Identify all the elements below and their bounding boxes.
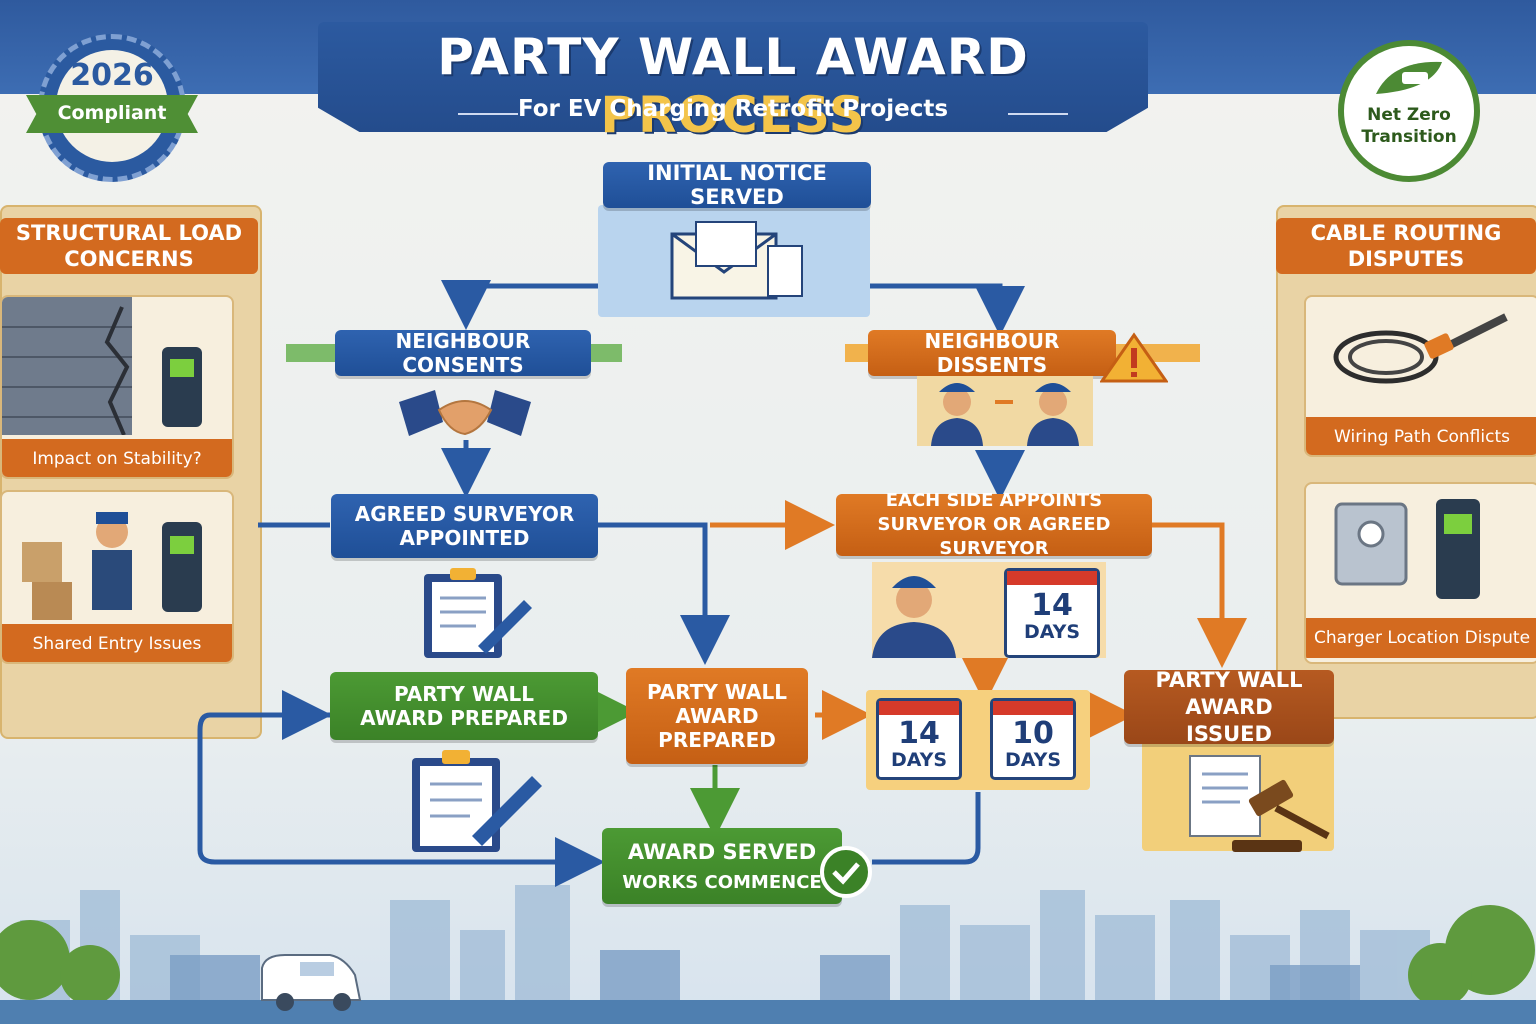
agreed-surveyor-box[interactable]: AGREED SURVEYOR APPOINTED — [331, 494, 598, 558]
shared-entry-card-label: Shared Entry Issues — [2, 624, 232, 662]
warning-icon — [1100, 332, 1168, 383]
calendar-unit: DAYS — [1023, 621, 1081, 643]
wiring-card[interactable]: Wiring Path Conflicts — [1304, 295, 1536, 457]
award-served-box[interactable]: AWARD SERVED WORKS COMMENCE — [602, 828, 842, 904]
stability-card[interactable]: Impact on Stability? — [0, 295, 234, 479]
clipboard-pen-icon-2 — [412, 750, 542, 852]
calendar-10-days: 10 DAYS — [990, 698, 1076, 780]
handshake-icon — [399, 390, 531, 436]
envelope-icon — [670, 221, 803, 300]
award-issued-box[interactable]: PARTY WALL AWARD ISSUED — [1124, 668, 1334, 746]
surveyor-avatar-icon — [872, 576, 956, 658]
neighbour-dissents-box[interactable]: NEIGHBOUR DISSENTS — [868, 329, 1116, 377]
badge-year: 2026 — [70, 58, 154, 93]
award-prepared-green-box[interactable]: PARTY WALL AWARD PREPARED — [330, 672, 598, 740]
shared-entry-card[interactable]: Shared Entry Issues — [0, 490, 234, 664]
neighbour-consents-box[interactable]: NEIGHBOUR CONSENTS — [335, 329, 591, 377]
leaf-car-icon — [1376, 61, 1442, 94]
calendar-number: 14 — [1031, 588, 1073, 623]
badge-ribbon-text: Compliant — [57, 102, 167, 124]
net-zero-badge — [1338, 40, 1480, 182]
checkmark-icon — [820, 846, 872, 898]
charger-location-card[interactable]: Charger Location Dispute — [1304, 482, 1536, 664]
title-accent: PROCESS — [600, 86, 866, 144]
award-served-label: AWARD SERVED — [627, 839, 817, 864]
gavel-icon — [1189, 755, 1330, 852]
calendar-unit: DAYS — [890, 749, 948, 771]
charger-location-card-label: Charger Location Dispute — [1306, 618, 1536, 658]
award-prepared-orange-box[interactable]: PARTY WALL AWARD PREPARED — [626, 668, 808, 764]
calendar-header — [879, 701, 959, 715]
cracked-wall-icon — [2, 297, 202, 436]
calendar-number: 10 — [1012, 716, 1054, 751]
subtitle-rule-left — [458, 113, 518, 115]
cable-icon — [1333, 313, 1508, 384]
wiring-card-label: Wiring Path Conflicts — [1306, 417, 1536, 455]
stability-card-label: Impact on Stability? — [2, 439, 232, 477]
initial-notice-box[interactable]: INITIAL NOTICE SERVED — [603, 161, 871, 209]
page-subtitle: For EV Charging Retrofit Projects — [517, 96, 949, 122]
structural-load-heading: STRUCTURAL LOAD CONCERNS — [0, 218, 258, 274]
van-icon — [261, 954, 362, 1011]
works-commence-label: WORKS COMMENCE — [622, 871, 822, 893]
surveyors-icon — [931, 383, 1079, 446]
calendar-header — [993, 701, 1073, 715]
cable-routing-heading: CABLE ROUTING DISPUTES — [1276, 218, 1536, 274]
badge-ribbon — [26, 95, 198, 133]
ev-charger-icon — [1334, 499, 1480, 599]
calendar-unit: DAYS — [1004, 749, 1062, 771]
each-side-surveyor-box[interactable]: EACH SIDE APPOINTS SURVEYOR OR AGREED SU… — [836, 490, 1152, 559]
calendar-14-days-b: 14 DAYS — [876, 698, 962, 780]
calendar-number: 14 — [898, 716, 940, 751]
clipboard-pen-icon — [424, 568, 532, 658]
calendar-header — [1007, 571, 1097, 585]
calendar-14-days-a: 14 DAYS — [1004, 568, 1100, 658]
page-title: PARTY WALL AWARD PROCESS — [437, 28, 1029, 144]
subtitle-rule-right — [1008, 113, 1068, 115]
worker-icon — [22, 512, 202, 620]
